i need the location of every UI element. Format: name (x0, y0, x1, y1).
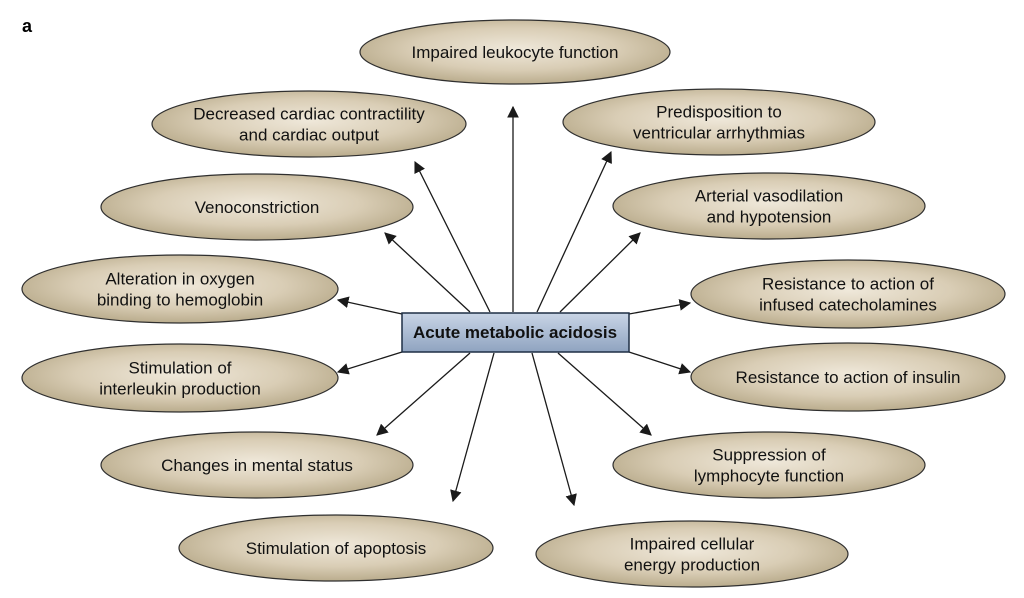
arrow-to-changes-mental-status (376, 352, 471, 436)
effect-ellipse (612, 431, 926, 499)
effect-ellipse (21, 343, 339, 413)
arrow-to-arterial-vasodilation (559, 232, 641, 313)
effect-ellipse (21, 254, 339, 324)
effect-label-line: Stimulation of apoptosis (246, 539, 427, 558)
effect-label-line: Predisposition to (656, 103, 782, 122)
effect-label-line: lymphocyte function (694, 467, 844, 486)
effect-node-arterial-vasodilation: Arterial vasodilation and hypotension (612, 172, 926, 240)
arrow-to-alteration-oxygen-binding (336, 296, 403, 315)
effect-label-line: Resistance to action of insulin (736, 368, 961, 387)
arrow-to-predisposition-ventricular-arrhythmias (536, 150, 612, 313)
effect-label-line: and hypotension (707, 208, 832, 227)
effect-ellipse (612, 172, 926, 240)
effect-label-line: binding to hemoglobin (97, 291, 263, 310)
arrow-to-venoconstriction (384, 232, 471, 313)
effect-node-stimulation-interleukin: Stimulation of interleukin production (21, 343, 339, 413)
arrow-to-resistance-catecholamines (628, 299, 692, 315)
effect-ellipse (690, 342, 1006, 412)
effect-label-line: ventricular arrhythmias (633, 124, 805, 143)
effect-ellipse (535, 520, 849, 588)
effect-label-line: and cardiac output (239, 126, 379, 145)
effect-label-line: Alteration in oxygen (105, 270, 254, 289)
effect-label-line: Changes in mental status (161, 456, 353, 475)
effect-label-line: infused catecholamines (759, 296, 937, 315)
arrow-to-decreased-cardiac-contractility (414, 160, 491, 313)
effect-label-line: Resistance to action of (762, 275, 934, 294)
effect-ellipse (690, 259, 1006, 329)
effect-node-changes-mental-status: Changes in mental status (100, 431, 414, 499)
center-node: Acute metabolic acidosis (401, 312, 630, 353)
effect-label-line: Impaired leukocyte function (412, 43, 619, 62)
center-label: Acute metabolic acidosis (413, 323, 617, 342)
effect-ellipse (359, 19, 671, 85)
effect-node-resistance-insulin: Resistance to action of insulin (690, 342, 1006, 412)
effect-node-alteration-oxygen-binding: Alteration in oxygen binding to hemoglobi… (21, 254, 339, 324)
effect-label-line: Suppression of (712, 446, 826, 465)
effect-node-venoconstriction: Venoconstriction (100, 173, 414, 241)
effect-ellipse (151, 90, 467, 158)
arrow-to-stimulation-apoptosis (450, 352, 495, 503)
arrow-to-impaired-energy-production (531, 352, 577, 507)
effect-node-decreased-cardiac-contractility: Decreased cardiac contractility and cardi… (151, 90, 467, 158)
effect-node-predisposition-ventricular-arrhythmias: Predisposition to ventricular arrhythmias (562, 88, 876, 156)
effect-ellipse (100, 173, 414, 241)
effect-label-line: Impaired cellular (630, 535, 755, 554)
effect-label-line: Stimulation of (129, 359, 232, 378)
effect-label-line: Venoconstriction (195, 198, 320, 217)
effect-node-suppression-lymphocyte: Suppression of lymphocyte function (612, 431, 926, 499)
effect-ellipse (100, 431, 414, 499)
center-box (401, 312, 630, 353)
arrow-to-stimulation-interleukin (336, 351, 403, 375)
effect-ellipse (178, 514, 494, 582)
effect-node-impaired-energy-production: Impaired cellular energy production (535, 520, 849, 588)
panel-label: a (22, 16, 33, 36)
arrow-to-suppression-lymphocyte (557, 352, 652, 436)
effect-ellipse (562, 88, 876, 156)
effect-label-line: Decreased cardiac contractility (193, 105, 425, 124)
effect-label-line: energy production (624, 556, 760, 575)
arrow-to-resistance-insulin (628, 351, 692, 375)
effect-node-impaired-leukocyte-function: Impaired leukocyte function (359, 19, 671, 85)
effect-label-line: Arterial vasodilation (695, 187, 843, 206)
effect-node-stimulation-apoptosis: Stimulation of apoptosis (178, 514, 494, 582)
effect-label-line: interleukin production (99, 380, 261, 399)
effect-node-resistance-catecholamines: Resistance to action of infused catechola… (690, 259, 1006, 329)
arrows-group (336, 105, 692, 507)
